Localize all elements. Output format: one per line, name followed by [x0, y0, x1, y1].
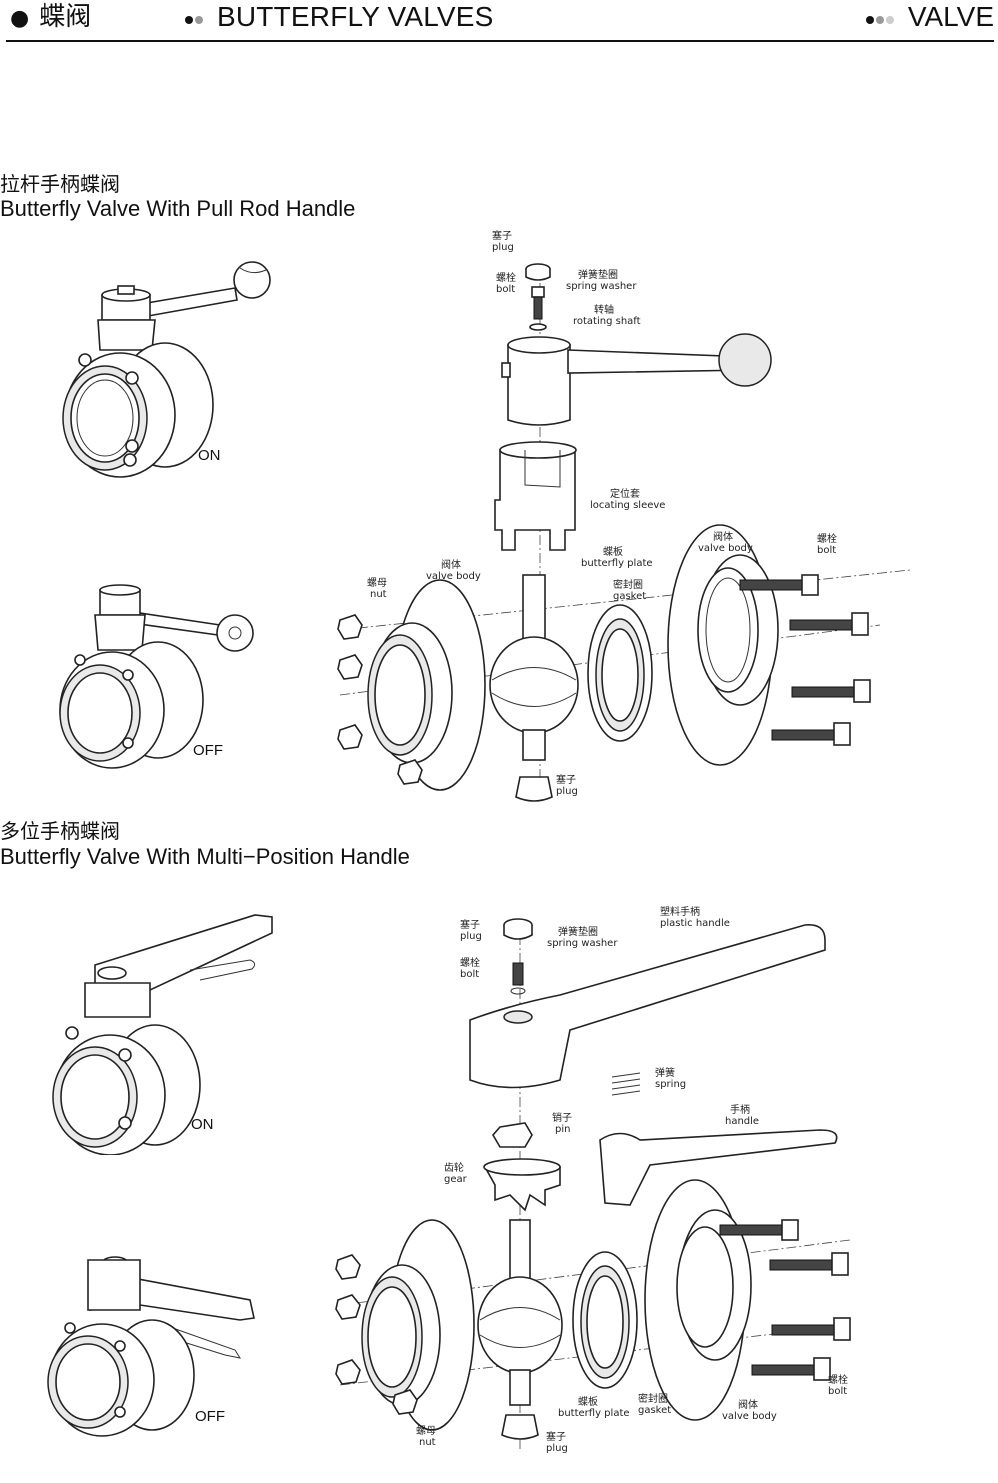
header-center: BUTTERFLY VALVES — [185, 0, 494, 36]
label-gasket-cn: 密封圈 — [613, 578, 643, 591]
header-center-title: BUTTERFLY VALVES — [217, 1, 494, 32]
label2-bolt-top-en: bolt — [460, 969, 479, 980]
label2-butterfly-plate-cn: 蝶板 — [578, 1395, 598, 1408]
pull-rod-exploded-view: 塞子 plug 螺栓 bolt 弹簧垫圈 spring washer 转轴 ro… — [337, 229, 911, 802]
multi-position-valve-off-drawing — [47, 1256, 255, 1437]
label-valve-body-left-en: valve body — [426, 571, 481, 582]
label2-bolt-top-cn: 螺栓 — [460, 956, 480, 969]
label-locating-sleeve-cn: 定位套 — [610, 487, 640, 500]
label2-gasket-cn: 密封圈 — [638, 1392, 668, 1405]
label-rotating-shaft-cn: 转轴 — [594, 303, 614, 316]
label2-butterfly-plate-en: butterfly plate — [558, 1408, 630, 1419]
label2-valve-body-en: valve body — [722, 1411, 777, 1422]
label2-spring-washer-en: spring washer — [547, 938, 618, 949]
label-nut-en: nut — [370, 589, 387, 600]
header-right-title: VALVE — [907, 1, 994, 32]
section1-state-on: ON — [198, 447, 221, 464]
label-bolt-top-cn: 螺栓 — [496, 271, 516, 284]
label-nut-cn: 螺母 — [367, 577, 387, 589]
header-left: ● 蝶阀 — [10, 0, 91, 36]
label-bolt-top-en: bolt — [496, 284, 515, 295]
label2-bolt-right-en: bolt — [828, 1386, 847, 1397]
pull-rod-valve-off-drawing — [59, 584, 254, 769]
multi-position-valve-on-drawing — [52, 914, 273, 1155]
label2-gasket-en: gasket — [638, 1405, 671, 1416]
label-valve-body-left-cn: 阀体 — [441, 558, 461, 571]
label2-spring-cn: 弹簧 — [655, 1066, 675, 1079]
section2-title-cn: 多位手柄蝶阀 — [0, 819, 120, 843]
dots-icon — [865, 2, 896, 36]
label2-bolt-right-cn: 螺栓 — [828, 1373, 848, 1386]
label2-plastic-handle-en: plastic handle — [660, 918, 730, 929]
section1-state-off: OFF — [193, 742, 223, 759]
label-spring-washer-cn: 弹簧垫圈 — [578, 268, 618, 281]
label2-gear-en: gear — [444, 1174, 468, 1185]
label-gasket-en: gasket — [613, 591, 646, 602]
label2-spring-washer-cn: 弹簧垫圈 — [558, 925, 598, 938]
label-butterfly-plate-cn: 蝶板 — [603, 545, 623, 558]
section1-title-cn: 拉杆手柄蝶阀 — [0, 172, 120, 196]
label-valve-body-right-en: valve body — [698, 543, 753, 554]
label2-plug-top-en: plug — [460, 931, 482, 942]
label-bolt-right-en: bolt — [817, 545, 836, 556]
label-locating-sleeve-en: locating sleeve — [590, 500, 665, 511]
label-plug-top-en: plug — [492, 242, 514, 253]
label-rotating-shaft-en: rotating shaft — [573, 316, 641, 327]
pull-rod-valve-on-drawing — [62, 261, 271, 478]
header-left-title: 蝶阀 — [39, 2, 92, 32]
label-valve-body-right-cn: 阀体 — [713, 530, 733, 543]
label2-plug-bottom-en: plug — [546, 1443, 568, 1454]
label-bolt-right-cn: 螺栓 — [817, 532, 837, 545]
page-header: ● 蝶阀 BUTTERFLY VALVES VALVE — [0, 0, 998, 42]
label2-pin-cn: 销子 — [552, 1111, 572, 1124]
label2-nut-en: nut — [419, 1437, 436, 1448]
label2-nut-cn: 螺母 — [416, 1425, 436, 1437]
label2-gear-cn: 齿轮 — [444, 1161, 464, 1174]
label2-handle-en: handle — [725, 1116, 759, 1127]
section1-title-en: Butterfly Valve With Pull Rod Handle — [0, 196, 356, 221]
label2-valve-body-cn: 阀体 — [738, 1398, 758, 1411]
label2-spring-en: spring — [655, 1079, 686, 1090]
section2-state-off: OFF — [195, 1408, 225, 1425]
label-plug-bottom-en: plug — [556, 786, 578, 797]
label-butterfly-plate-en: butterfly plate — [581, 558, 653, 569]
label2-pin-en: pin — [555, 1124, 570, 1135]
section2-state-on: ON — [191, 1116, 214, 1133]
label-spring-washer-en: spring washer — [566, 281, 637, 292]
label-plug-top-cn: 塞子 — [492, 229, 512, 242]
header-rule — [6, 40, 994, 42]
multi-position-exploded-view: 塞子 plug 弹簧垫圈 spring washer 塑料手柄 plastic … — [335, 905, 851, 1454]
dots-icon — [185, 2, 205, 36]
bullet-icon: ● — [10, 6, 30, 31]
label2-handle-cn: 手柄 — [730, 1103, 750, 1116]
section2-title-en: Butterfly Valve With Multi−Position Hand… — [0, 844, 410, 869]
header-right: VALVE — [865, 0, 994, 36]
label2-plug-top-cn: 塞子 — [460, 918, 480, 931]
label-plug-bottom-cn: 塞子 — [556, 773, 576, 786]
label2-plug-bottom-cn: 塞子 — [546, 1430, 566, 1443]
label2-plastic-handle-cn: 塑料手柄 — [660, 905, 700, 918]
